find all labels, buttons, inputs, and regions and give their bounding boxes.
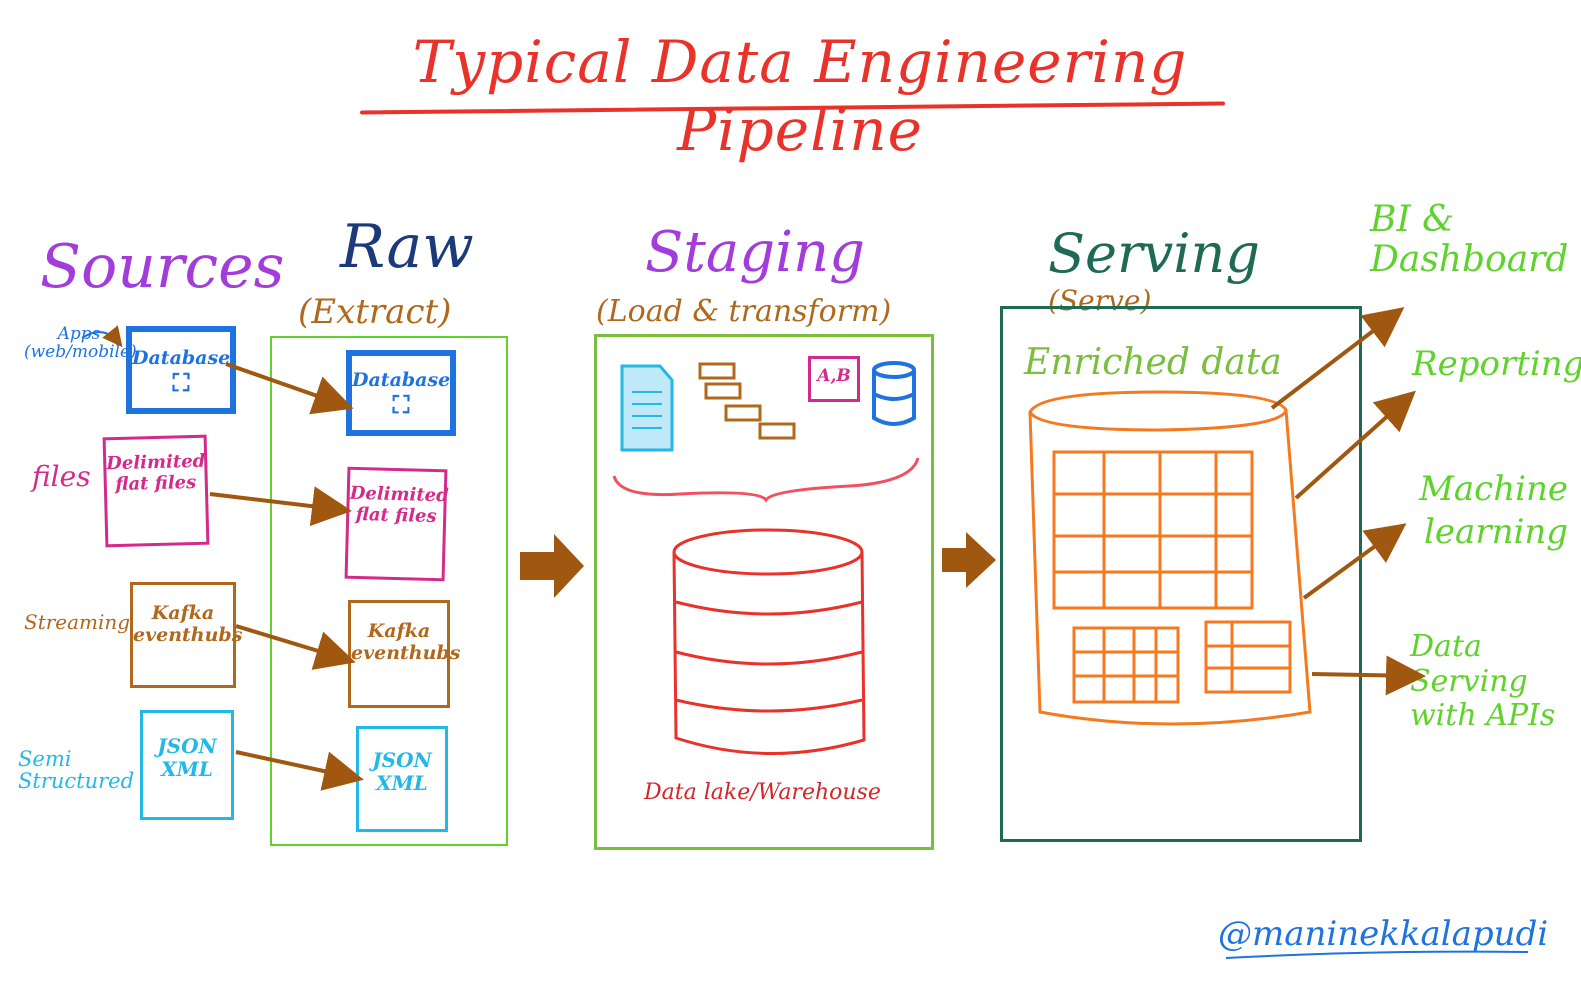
source-database-label: Database	[132, 347, 231, 369]
raw-container	[270, 336, 508, 846]
source-delimited-box: Delimited flat files	[102, 434, 210, 548]
author-handle: @maninekkalapudi	[1218, 914, 1549, 954]
data-lake-label: Data lake/Warehouse	[644, 780, 881, 805]
source-xml-label: XML	[161, 757, 213, 781]
raw-xml-label: XML	[376, 771, 428, 795]
raw-heading: Raw	[340, 212, 474, 282]
source-database-box: Database ⛶	[126, 326, 236, 414]
arrow-staging-to-serving	[942, 532, 996, 588]
raw-kafka-label: Kafka eventhubs	[351, 620, 461, 664]
staging-heading: Staging	[645, 220, 865, 285]
streaming-label: Streaming	[24, 610, 131, 634]
page-title: Typical Data Engineering Pipeline	[412, 28, 1188, 164]
serving-heading: Serving	[1048, 222, 1260, 285]
raw-delimited-label: Delimited flat files	[349, 482, 450, 527]
ab-label: A,B	[817, 366, 851, 386]
source-kafka-box: Kafka eventhubs	[130, 582, 243, 688]
output-reporting: Reporting	[1412, 344, 1581, 384]
raw-delimited-box: Delimited flat files	[344, 466, 450, 582]
raw-database-label: Database	[352, 369, 451, 391]
apps-label: Apps (web/mobile)	[24, 324, 137, 362]
database-cylinder-icon: ⛶	[172, 368, 190, 397]
ab-document-icon: A,B	[808, 356, 860, 402]
source-json-box: JSON XML	[140, 710, 234, 820]
serving-subheading: (Serve)	[1048, 284, 1152, 317]
source-json-label: JSON	[157, 734, 217, 758]
sources-heading: Sources	[40, 232, 285, 302]
arrow-raw-to-staging	[520, 534, 584, 598]
source-delimited-label: Delimited flat files	[105, 450, 206, 495]
enriched-data-label: Enriched data	[1024, 342, 1282, 383]
raw-json-box: JSON XML	[356, 726, 448, 832]
files-label: files	[32, 460, 91, 493]
raw-json-label: JSON	[372, 748, 432, 772]
output-bi-dashboard: BI & Dashboard	[1370, 199, 1569, 280]
source-kafka-label: Kafka eventhubs	[133, 602, 243, 646]
staging-container	[594, 334, 934, 850]
raw-kafka-box: Kafka eventhubs	[348, 600, 461, 708]
semi-structured-label: Semi Structured	[18, 747, 135, 794]
raw-database-box: Database ⛶	[346, 350, 456, 436]
serving-container	[1000, 306, 1362, 842]
raw-subheading: (Extract)	[298, 292, 452, 332]
staging-subheading: (Load & transform)	[596, 294, 892, 329]
output-data-serving-apis: Data Serving with APIs	[1410, 629, 1556, 733]
database-cylinder-icon: ⛶	[392, 390, 410, 419]
output-machine-learning: Machine learning	[1419, 469, 1568, 552]
